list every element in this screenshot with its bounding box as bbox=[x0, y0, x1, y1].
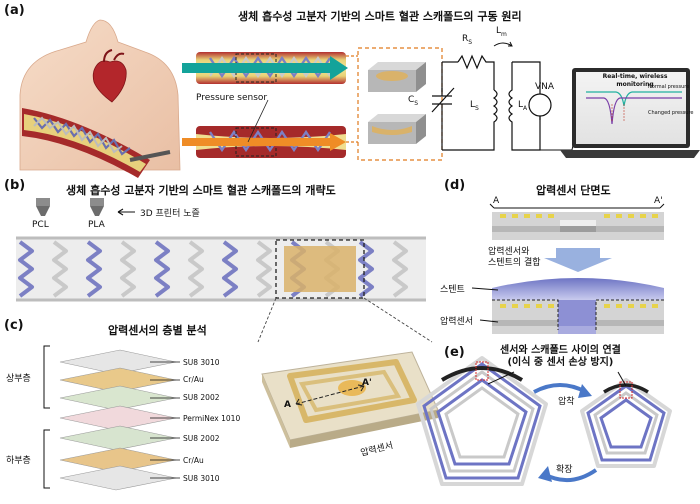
sensor-block-compressed-icon bbox=[368, 114, 426, 144]
cross-section-a-prime-mark: A' bbox=[654, 196, 663, 206]
pressure-sensor-label: Pressure sensor bbox=[196, 93, 268, 103]
resistor-rs-icon bbox=[457, 54, 495, 90]
heart-icon bbox=[92, 60, 127, 103]
layer-label-3: SU8 2002 bbox=[183, 393, 220, 402]
sensor-zoom-box bbox=[346, 47, 443, 161]
sensor-cross-section bbox=[489, 203, 665, 240]
panel-label-c: (c) bbox=[4, 318, 24, 333]
compress-arrow-icon bbox=[533, 383, 587, 394]
lm-label: Lm bbox=[496, 26, 507, 38]
layer-stack bbox=[59, 349, 180, 491]
inductor-la-icon bbox=[508, 62, 541, 151]
changed-pressure-label: Changed pressure bbox=[648, 110, 694, 116]
cross-section-a-mark: A bbox=[493, 196, 500, 206]
nozzle-pla-icon bbox=[90, 198, 104, 216]
normal-pressure-label: Normal pressure bbox=[648, 84, 690, 90]
layer-label-6: Cr/Au bbox=[183, 456, 204, 465]
connection-pointer-right bbox=[617, 371, 627, 387]
nozzle-pcl-icon bbox=[36, 198, 50, 216]
stent-label-pointer bbox=[471, 287, 499, 291]
sensor-block-normal-icon bbox=[368, 62, 426, 92]
layer-label-1: SU8 3010 bbox=[183, 358, 220, 367]
vessel-normal-segment bbox=[182, 52, 348, 84]
vessel-narrowed-segment bbox=[182, 99, 346, 158]
layer-label-4: PermiNex 1010 bbox=[183, 414, 241, 423]
compressed-scaffold-ring-icon bbox=[580, 378, 672, 468]
panel-c-title: 압력센서의 층별 분석 bbox=[108, 324, 207, 337]
expanded-scaffold-ring-icon bbox=[416, 356, 548, 486]
panel-c bbox=[43, 345, 439, 491]
connection-pointer-left bbox=[487, 371, 515, 385]
human-torso-illustration bbox=[19, 19, 181, 178]
compress-label: 압착 bbox=[558, 397, 575, 407]
vna-label: VNA bbox=[535, 82, 555, 92]
nozzle-pointer-arrow-icon bbox=[117, 208, 135, 216]
panel-d bbox=[471, 203, 665, 334]
cs-label: CS bbox=[408, 95, 419, 107]
mutual-inductance-arrow-icon bbox=[493, 42, 513, 47]
panel-a-title: 생체 흡수성 고분자 기반의 스마트 혈관 스캐폴드의 구동 원리 bbox=[238, 10, 522, 23]
panel-b-title: 생체 흡수성 고분자 기반의 스마트 혈관 스캐폴드의 개략도 bbox=[66, 184, 336, 197]
sensor-label: 압력센서 bbox=[440, 317, 474, 327]
magnified-vessel-icon bbox=[22, 108, 171, 178]
sensor-label-pointer bbox=[479, 319, 499, 323]
orange-flow-arrow-icon bbox=[182, 133, 346, 151]
upper-group-bracket bbox=[43, 345, 50, 409]
monitor-title: Real-time, wireless monitoring bbox=[602, 73, 668, 88]
la-label: LA bbox=[518, 100, 528, 112]
section-a-mark: A bbox=[284, 400, 291, 410]
ls-label: LS bbox=[470, 100, 479, 112]
panel-label-b: (b) bbox=[4, 178, 26, 193]
stent-sensor-bonding-section bbox=[471, 278, 664, 334]
rs-label: RS bbox=[462, 34, 473, 46]
panel-d-title: 압력센서 단면도 bbox=[536, 184, 611, 197]
lc-circuit-diagram bbox=[431, 41, 575, 151]
layer-label-2: Cr/Au bbox=[183, 375, 204, 384]
sensor-3d-illustration bbox=[261, 351, 439, 448]
panel-label-d: (d) bbox=[444, 178, 466, 193]
stent-scaffold-illustration bbox=[16, 236, 426, 302]
stent-label: 스텐트 bbox=[440, 285, 465, 295]
upper-group-label: 상부층 bbox=[6, 374, 31, 384]
panel-a bbox=[19, 19, 700, 178]
pcl-label: PCL bbox=[32, 220, 49, 230]
lower-group-label: 하부층 bbox=[6, 456, 31, 466]
pla-label: PLA bbox=[88, 220, 105, 230]
panel-b bbox=[16, 198, 433, 343]
layer-label-7: SU8 3010 bbox=[183, 474, 220, 483]
teal-flow-arrow-icon bbox=[182, 56, 348, 80]
section-a-prime-mark: A' bbox=[362, 378, 372, 388]
variable-capacitor-cs-icon bbox=[431, 87, 455, 150]
panel-label-a: (a) bbox=[4, 3, 25, 18]
panel-label-e: (e) bbox=[444, 345, 465, 360]
panel-e bbox=[416, 356, 672, 486]
printer-nozzle-label: 3D 프린터 노즐 bbox=[140, 209, 200, 219]
vna-circle-icon bbox=[528, 93, 552, 117]
expand-label: 확장 bbox=[556, 465, 573, 475]
process-down-arrow-icon bbox=[544, 248, 612, 272]
laptop-icon bbox=[560, 68, 700, 158]
inductor-ls-icon bbox=[442, 89, 498, 151]
panel-e-title: 센서와 스캐폴드 사이의 연결 (이식 중 센서 손상 방지) bbox=[500, 345, 621, 368]
layer-label-5: SU8 2002 bbox=[183, 434, 220, 443]
lower-group-bracket bbox=[43, 429, 50, 489]
